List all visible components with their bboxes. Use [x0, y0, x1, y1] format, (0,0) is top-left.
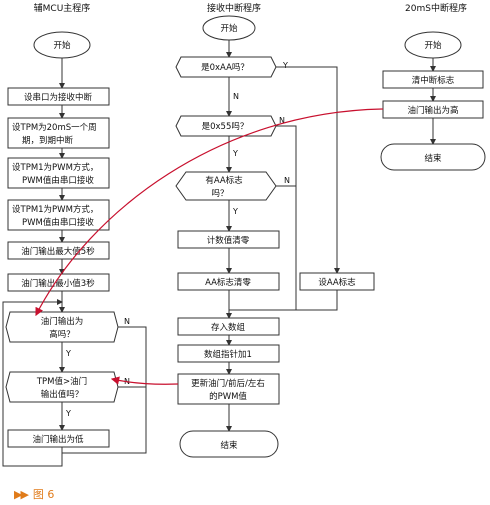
- recv-step-clear-counter-label: 计数值清零: [207, 235, 250, 246]
- recv-step-set-aa-flag-label: 设AA标志: [318, 277, 356, 288]
- main-decision-throttle-high-line1: 油门输出为: [41, 316, 84, 327]
- main-decision2-yes: Y: [65, 409, 71, 418]
- int20-flow: 开始 清中断标志 油门输出为高 结束: [380, 31, 486, 171]
- main-step-throttle-min-label: 油门输出最小值3秒: [21, 278, 95, 289]
- recv-decision1-yes: Y: [282, 61, 288, 70]
- main-step-tpm1-pwm-b: [7, 199, 110, 231]
- main-decision1-no: N: [124, 317, 130, 326]
- recv-decision3-no: N: [284, 176, 290, 185]
- red-arrow-20ms-to-main: [35, 108, 384, 317]
- recv-decision2-yes: Y: [232, 149, 238, 158]
- recv-decision2-no: N: [279, 116, 285, 125]
- main-start-label: 开始: [53, 40, 71, 51]
- main-decision-tpm-gt-throttle-line1: TPM值>油门: [36, 376, 87, 387]
- receive-interrupt-flow: 开始 是0xAA吗？ Y N 是0x55吗？ N Y 有AA标志 吗？ N Y …: [175, 15, 375, 458]
- main-step-throttle-low: [7, 429, 110, 448]
- main-decision-tpm-gt-throttle: [5, 371, 119, 403]
- caption-text: 图 6: [32, 488, 55, 501]
- header-20ms-interrupt: 20mS中断程序: [405, 2, 467, 14]
- recv-decision-is-0xaa-label: 是0xAA吗？: [201, 63, 249, 73]
- main-step-serial-setup: [7, 87, 110, 106]
- int20-end-label: 结束: [424, 153, 442, 164]
- main-step-serial-setup-label: 设串口为接收中断: [24, 92, 93, 103]
- main-step-tpm-period: [7, 117, 110, 149]
- main-step-tpm-period-line2: 期，到期中断: [22, 135, 74, 146]
- recv-start-label: 开始: [220, 23, 238, 34]
- recv-decision-is-0x55: [175, 115, 277, 137]
- main-step-tpm1-pwm-b-line1: 设TPM1为PWM方式，: [12, 204, 98, 215]
- int20-step-throttle-high-label: 油门输出为高: [407, 105, 458, 116]
- recv-decision-has-aa-flag: [175, 171, 277, 201]
- main-decision-tpm-gt-throttle-line2: 输出值吗？: [41, 389, 84, 400]
- main-decision1-yes: Y: [65, 349, 71, 358]
- caption-arrow-icon: ▶▶: [14, 488, 29, 501]
- int20-start-label: 开始: [424, 40, 442, 51]
- main-decision-throttle-high: [5, 311, 119, 343]
- main-loop-line: [2, 299, 63, 467]
- main-step-tpm1-pwm-a-line2: PWM值由串口接收: [22, 175, 94, 186]
- main-step-tpm-period-line1: 设TPM为20mS一个周: [12, 122, 97, 133]
- main-decision-throttle-high-line2: 高吗？: [49, 329, 75, 340]
- header-receive-interrupt: 接收中断程序: [207, 2, 261, 14]
- recv-step-update-pwm-line1: 更新油门/前后/左右: [191, 378, 265, 389]
- main-step-throttle-min: [7, 273, 110, 292]
- recv-step-update-pwm: [177, 373, 280, 405]
- recv-end-terminal: [179, 430, 279, 458]
- recv-step-clear-aa-flag-label: AA标志清零: [205, 277, 251, 288]
- figure-caption: ▶▶图 6: [14, 486, 54, 502]
- int20-step-clear-flag-label: 清中断标志: [412, 75, 455, 86]
- recv-decision-has-aa-flag-line2: 吗？: [211, 189, 228, 199]
- header-main-program: 辅MCU主程序: [34, 2, 91, 14]
- main-step-tpm1-pwm-b-line2: PWM值由串口接收: [22, 217, 94, 228]
- recv-step-array-pointer-inc-label: 数组指针加1: [204, 349, 252, 360]
- recv-decision-is-0x55-label: 是0x55吗？: [202, 122, 249, 132]
- recv-decision1-no: N: [233, 92, 239, 101]
- recv-decision3-yes: Y: [232, 207, 238, 216]
- recv-step-store-array-label: 存入数组: [211, 322, 246, 333]
- main-step-throttle-low-label: 油门输出为低: [32, 434, 84, 445]
- recv-decision-has-aa-flag-line1: 有AA标志: [205, 175, 243, 186]
- recv-end-label: 结束: [220, 440, 238, 451]
- recv-decision-is-0xaa: [175, 56, 277, 78]
- main-step-throttle-max-label: 油门输出最大值5秒: [21, 246, 95, 257]
- recv-step-update-pwm-line2: 的PWM值: [209, 391, 247, 402]
- main-step-tpm1-pwm-a-line1: 设TPM1为PWM方式，: [12, 162, 98, 173]
- int20-end-terminal: [380, 143, 486, 171]
- main-step-tpm1-pwm-a: [7, 157, 110, 189]
- red-arrow-pwm-to-main: [110, 376, 179, 385]
- main-program-flow: 开始 设串口为接收中断 设TPM为20mS一个周 期，到期中断 设TPM1为PW…: [2, 31, 147, 467]
